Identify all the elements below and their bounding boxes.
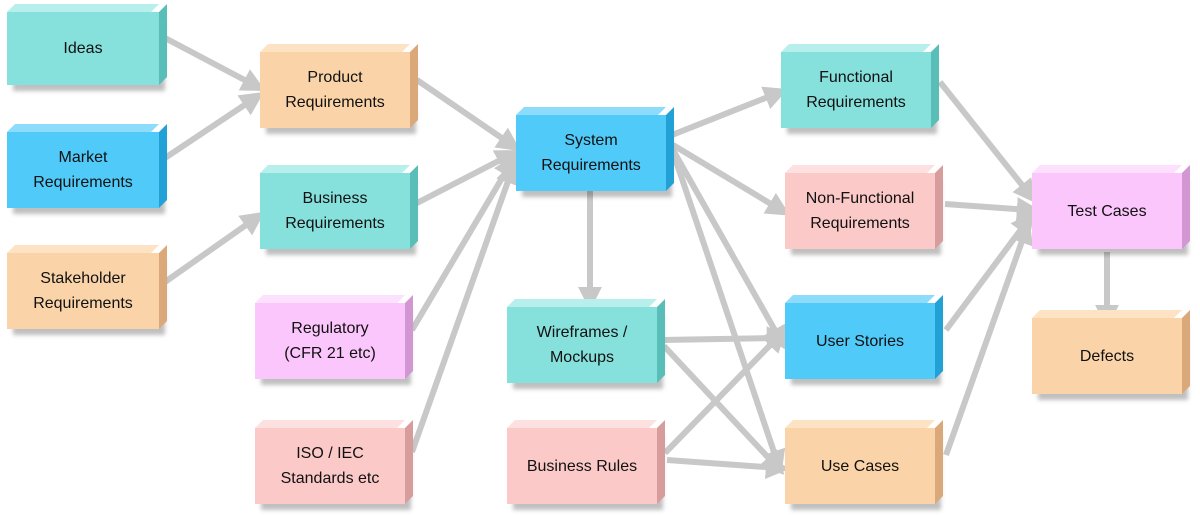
user-stories-label: User Stories: [815, 332, 905, 350]
use-cases-label: Use Cases: [820, 457, 900, 475]
business-requirements-box: Business Requirements: [260, 173, 410, 249]
use-cases-box: Use Cases: [785, 428, 935, 504]
arrow-business-rules-to-user-stories: [662, 328, 787, 456]
arrow-iso-to-system: [409, 159, 519, 454]
non-functional-requirements-box: Non-Functional Requirements: [785, 173, 935, 249]
test-cases-box: Test Cases: [1032, 173, 1182, 249]
non-functional-requirements-label: Non-Functional Requirements: [805, 190, 915, 232]
iso-iec-standards-box: ISO / IEC Standards etc: [255, 428, 405, 504]
arrow-wireframes-to-user-stories: [661, 326, 791, 351]
stakeholder-requirements-label: Stakeholder Requirements: [33, 270, 133, 312]
wireframes-mockups-label: Wireframes / Mockups: [536, 324, 628, 366]
system-requirements-label: System Requirements: [541, 132, 641, 174]
business-requirements-label: Business Requirements: [285, 190, 385, 232]
arrow-wireframes-to-use-cases: [661, 343, 785, 475]
arrow-system-to-functional: [670, 86, 789, 138]
user-stories-box: User Stories: [785, 303, 935, 379]
stakeholder-requirements-box: Stakeholder Requirements: [7, 253, 159, 329]
regulatory-box: Regulatory (CFR 21 etc): [255, 303, 405, 379]
arrow-system-to-user-stories: [670, 148, 787, 351]
product-requirements-label: Product Requirements: [285, 69, 385, 111]
test-cases-label: Test Cases: [1067, 202, 1147, 220]
defects-box: Defects: [1032, 318, 1182, 394]
iso-iec-standards-label: ISO / IEC Standards etc: [280, 445, 380, 487]
arrow-ideas-to-product: [163, 35, 266, 92]
arrow-use-cases-to-test-cases: [943, 219, 1033, 457]
arrow-stakeholder-to-business-req: [163, 211, 265, 285]
market-requirements-box: Market Requirements: [7, 132, 159, 208]
arrow-nonfunctional-to-test-cases: [944, 197, 1041, 222]
arrow-product-to-system: [415, 77, 521, 152]
arrow-business-req-to-system: [415, 150, 520, 206]
arrow-regulatory-to-system: [409, 153, 517, 332]
ideas-label: Ideas: [63, 40, 103, 57]
functional-requirements-label: Functional Requirements: [806, 69, 906, 111]
arrow-user-stories-to-test-cases: [943, 211, 1035, 332]
product-requirements-box: Product Requirements: [260, 52, 410, 128]
system-requirements-box: System Requirements: [516, 115, 666, 191]
ideas-box: Ideas: [7, 12, 159, 85]
regulatory-label: Regulatory (CFR 21 etc): [284, 320, 376, 362]
business-rules-box: Business Rules: [507, 428, 657, 504]
wireframes-mockups-box: Wireframes / Mockups: [507, 307, 657, 383]
arrow-business-rules-to-use-cases: [666, 455, 790, 480]
business-rules-label: Business Rules: [526, 457, 638, 475]
functional-requirements-box: Functional Requirements: [781, 52, 931, 128]
arrow-system-to-nonfunctional: [671, 142, 791, 216]
arrow-functional-to-test-cases: [937, 80, 1037, 204]
defects-label: Defects: [1079, 347, 1135, 365]
arrow-market-to-product: [163, 92, 264, 161]
market-requirements-label: Market Requirements: [33, 149, 133, 191]
arrow-system-to-use-cases: [671, 154, 786, 475]
